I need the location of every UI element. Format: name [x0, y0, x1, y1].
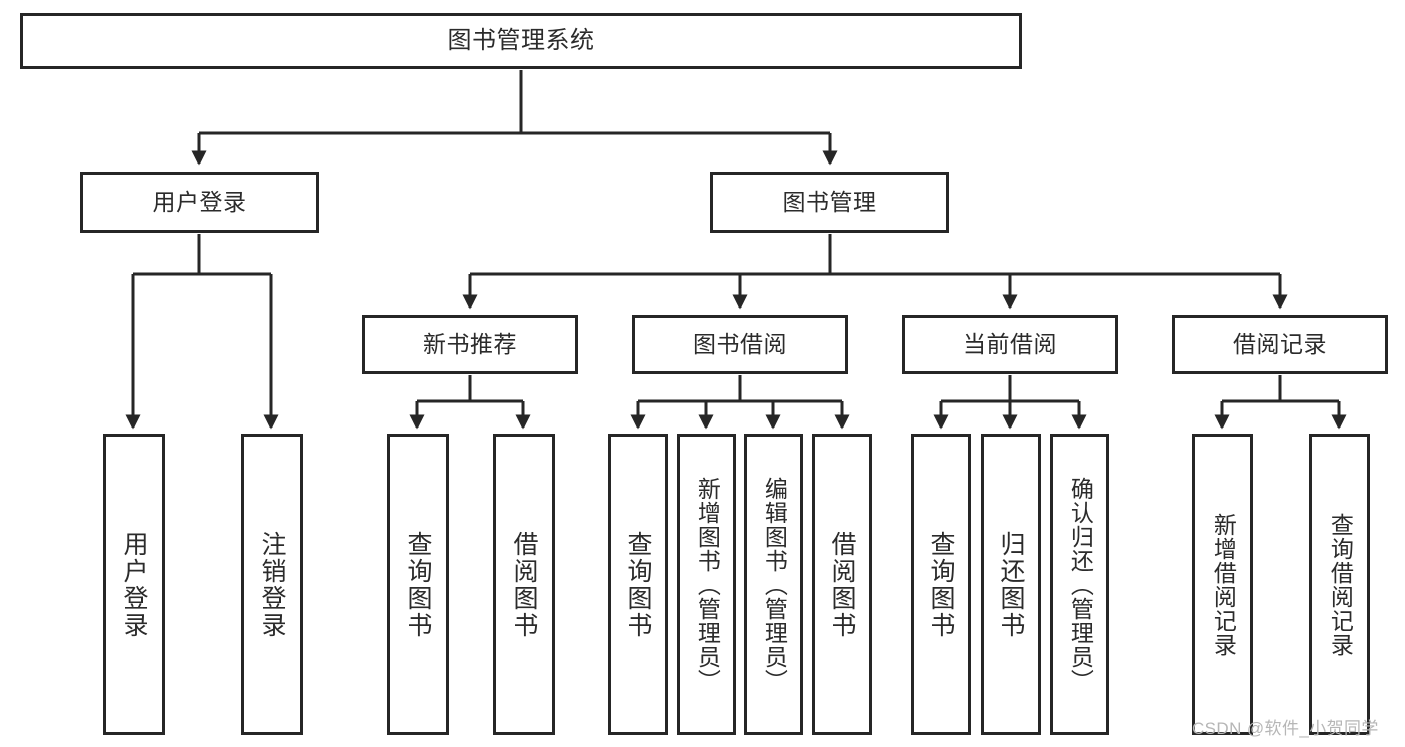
csdn-watermark: CSDN @软件_小贺同学 [1192, 719, 1379, 738]
leaf-borrow-record-add-record[interactable]: 新增借阅记录 [1192, 434, 1253, 735]
node-label: 新增借阅记录 [1210, 512, 1237, 657]
node-label: 确认归还（管理员） [1067, 476, 1094, 693]
node-label: 借阅图书 [828, 530, 856, 639]
node-label: 注销登录 [258, 530, 286, 639]
leaf-book-borrow-borrow-book[interactable]: 借阅图书 [812, 434, 872, 735]
node-root-book-management-system[interactable]: 图书管理系统 [20, 13, 1022, 69]
node-label: 归还图书 [997, 530, 1025, 639]
node-label: 新增图书（管理员） [694, 476, 721, 693]
node-current-borrow[interactable]: 当前借阅 [902, 315, 1118, 374]
node-label: 借阅记录 [1233, 330, 1327, 357]
node-label: 查询图书 [624, 530, 652, 639]
node-new-book-recommend[interactable]: 新书推荐 [362, 315, 578, 374]
leaf-user-login-logout[interactable]: 注销登录 [241, 434, 303, 735]
node-label: 查询图书 [404, 530, 432, 639]
leaf-user-login-login[interactable]: 用户登录 [103, 434, 165, 735]
leaf-book-borrow-query-book[interactable]: 查询图书 [608, 434, 668, 735]
leaf-current-borrow-confirm-return-admin[interactable]: 确认归还（管理员） [1050, 434, 1109, 735]
leaf-book-borrow-add-book-admin[interactable]: 新增图书（管理员） [677, 434, 736, 735]
leaf-current-borrow-return-book[interactable]: 归还图书 [981, 434, 1041, 735]
node-label: 新书推荐 [423, 330, 517, 357]
node-user-login[interactable]: 用户登录 [80, 172, 319, 233]
node-label: 图书管理 [782, 188, 877, 215]
node-book-management[interactable]: 图书管理 [710, 172, 949, 233]
node-label: 当前借阅 [963, 330, 1057, 357]
leaf-book-borrow-edit-book-admin[interactable]: 编辑图书（管理员） [744, 434, 803, 735]
leaf-new-book-query-book[interactable]: 查询图书 [387, 434, 449, 735]
node-label: 借阅图书 [510, 530, 538, 639]
node-label: 图书借阅 [693, 330, 787, 357]
node-label: 用户登录 [120, 530, 148, 639]
node-borrow-record[interactable]: 借阅记录 [1172, 315, 1388, 374]
leaf-new-book-borrow-book[interactable]: 借阅图书 [493, 434, 555, 735]
node-label: 用户登录 [152, 188, 247, 215]
leaf-current-borrow-query-book[interactable]: 查询图书 [911, 434, 971, 735]
leaf-borrow-record-query-record[interactable]: 查询借阅记录 [1309, 434, 1370, 735]
node-book-borrow[interactable]: 图书借阅 [632, 315, 848, 374]
node-label: 查询借阅记录 [1327, 512, 1354, 657]
node-label: 查询图书 [927, 530, 955, 639]
node-label: 编辑图书（管理员） [761, 476, 788, 693]
node-label: 图书管理系统 [447, 26, 595, 54]
